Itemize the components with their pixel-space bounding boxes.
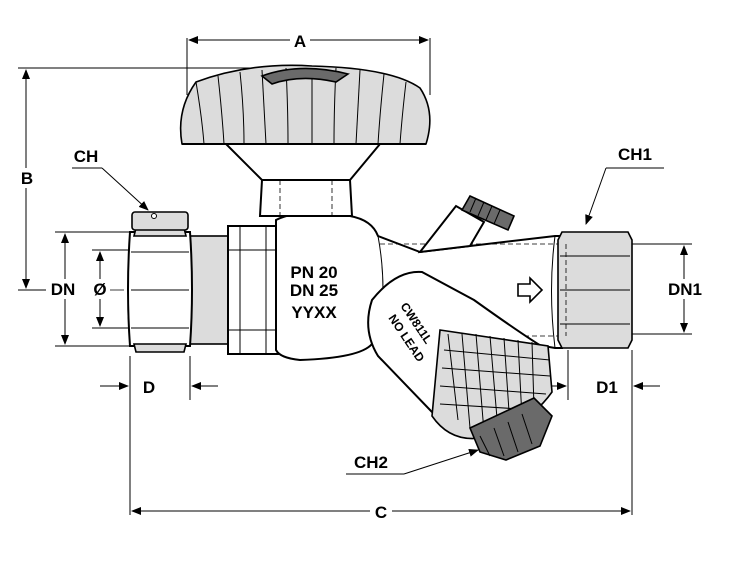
marking-date-code: YYXX [291,303,337,322]
callout-ch2-label: CH2 [354,453,388,472]
callout-ch1-label: CH1 [618,145,652,164]
dimension-b-label: B [21,169,33,188]
callout-ch: CH [72,147,149,211]
dimension-a-label: A [294,32,306,51]
dimension-diameter-label: Ø [93,280,106,299]
marking-nominal: DN 25 [290,281,338,300]
dimension-d1-label: D1 [596,378,618,397]
left-coupling-nut [127,211,231,353]
dimension-dn-label: DN [51,280,76,299]
dimension-diameter: Ø [90,249,140,329]
dimension-b: B [17,67,300,291]
dimension-a: A [186,31,431,95]
callout-ch-label: CH [74,147,99,166]
valve-bonnet [223,143,383,217]
marking-pressure: PN 20 [290,263,337,282]
left-hex-tailpiece [227,225,280,355]
callout-ch2: CH2 [346,448,479,475]
dimension-dn1: DN1 [632,243,708,335]
dimension-c: C [131,502,631,522]
body-markings: PN 20 DN 25 YYXX [290,263,338,322]
test-port [417,194,516,254]
dimension-d: D [100,356,218,515]
strainer-cap [468,397,553,461]
right-hex-fitting [557,231,633,349]
dimension-d-label: D [143,378,155,397]
dimension-dn: DN [46,231,140,347]
dimension-c-label: C [375,503,387,522]
flow-direction-arrow [517,276,544,304]
strainer-body [367,270,553,440]
handwheel [179,64,431,145]
dimension-dn1-label: DN1 [668,280,702,299]
callout-ch1: CH1 [585,145,664,225]
dimension-d1: D1 [540,350,660,515]
